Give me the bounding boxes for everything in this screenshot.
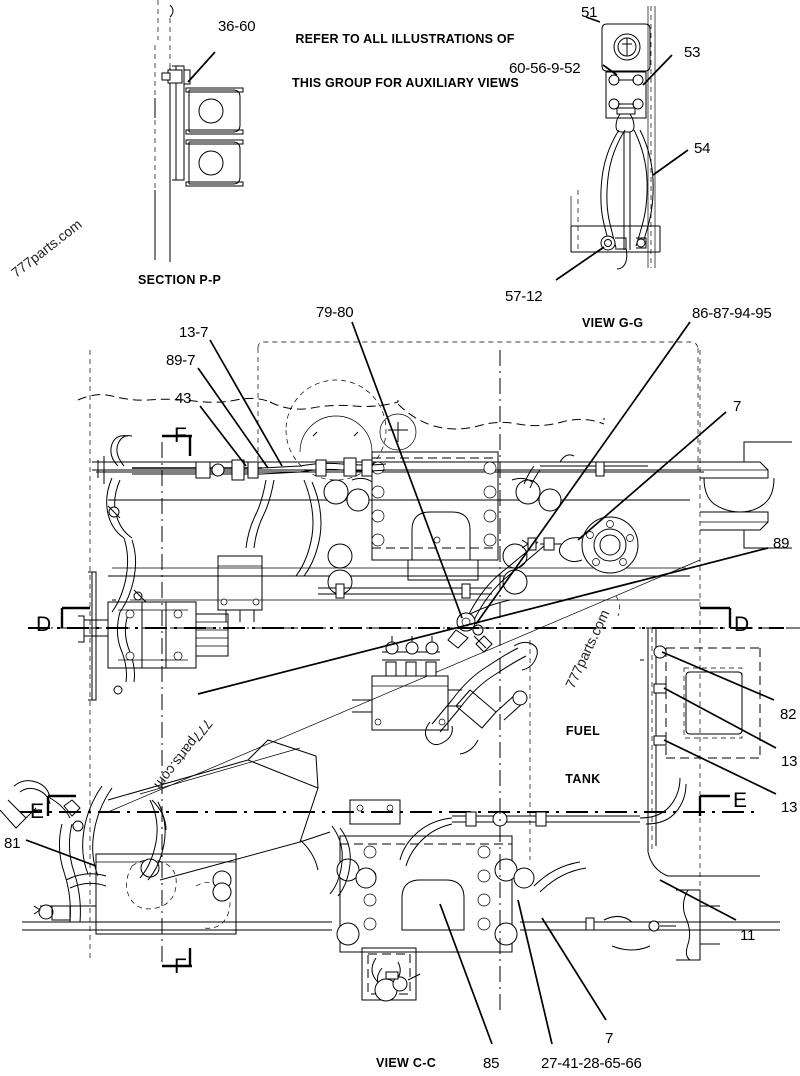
callout-7-top: 7: [733, 398, 742, 415]
callout-13-7: 13-7: [179, 324, 209, 341]
header-note-line2: THIS GROUP FOR AUXILIARY VIEWS: [292, 75, 519, 90]
callout-85: 85: [483, 1055, 500, 1072]
callout-82: 82: [780, 706, 797, 723]
callout-89: 89: [773, 535, 790, 552]
callout-11: 11: [740, 927, 756, 944]
callout-81: 81: [4, 835, 21, 852]
right-muffler: [700, 441, 792, 549]
callout-86-87-94-95: 86-87-94-95: [692, 305, 772, 322]
callout-60-56-9-52: 60-56-9-52: [509, 60, 581, 77]
fuel-tank-label: FUEL TANK: [556, 691, 610, 803]
header-note: REFER TO ALL ILLUSTRATIONS OF THIS GROUP…: [292, 2, 519, 105]
cylinder-assembly: [424, 641, 538, 755]
section-marker-e-right: E: [733, 789, 748, 812]
section-marker-f-top: F: [174, 424, 187, 447]
main-assembly-drawing: [0, 321, 800, 1045]
callout-57-12: 57-12: [505, 288, 543, 305]
section-marker-d-right: D: [734, 613, 750, 636]
fuel-tank-line2: TANK: [565, 772, 601, 786]
section-marker-f-bottom: F: [174, 955, 187, 978]
view-cc-drawing: [0, 739, 780, 1002]
callout-89-7: 89-7: [166, 352, 196, 369]
valve-manifold: [352, 636, 462, 731]
fuel-tank: [30, 595, 800, 877]
flange-component: [521, 516, 639, 574]
mid-left-component: [78, 601, 229, 669]
callout-13-lower: 13: [781, 799, 798, 816]
section-marker-d-left: D: [36, 613, 52, 636]
callout-54: 54: [694, 140, 711, 157]
header-note-line1: REFER TO ALL ILLUSTRATIONS OF: [295, 31, 515, 46]
callout-36-60: 36-60: [218, 18, 256, 35]
section-pp-drawing: [154, 0, 244, 262]
section-pp-title: SECTION P-P: [138, 273, 222, 287]
view-gg-drawing: [555, 6, 689, 281]
engine-block: [323, 451, 562, 595]
callout-53: 53: [684, 44, 701, 61]
view-gg-title: VIEW G-G: [582, 316, 644, 330]
callout-13-upper: 13: [781, 753, 798, 770]
callout-79-80: 79-80: [316, 304, 354, 321]
callout-7-bottom: 7: [605, 1030, 614, 1047]
callout-51: 51: [581, 4, 598, 21]
callout-27-41-28-65-66: 27-41-28-65-66: [541, 1055, 642, 1072]
callout-43: 43: [175, 390, 192, 407]
section-marker-e-left: E: [30, 800, 45, 823]
fuel-tank-line1: FUEL: [565, 724, 601, 738]
view-cc-title: VIEW C-C: [376, 1056, 437, 1070]
